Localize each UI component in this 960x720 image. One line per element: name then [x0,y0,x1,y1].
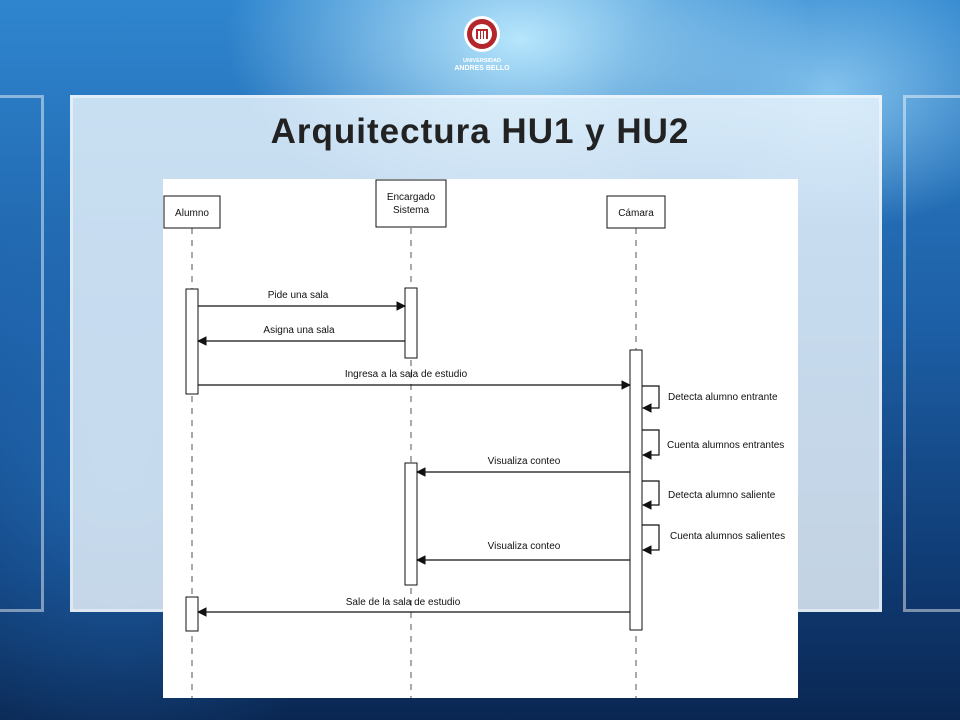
sequence-diagram-svg: Alumno Encargado Sistema Cámara Pide una… [163,179,785,698]
activation-encargado-2 [404,462,418,586]
message-label-6: Visualiza conteo [488,456,561,467]
left-frame [0,95,44,612]
slide-title: Arquitectura HU1 y HU2 [270,112,690,151]
participant-encargado [375,179,447,228]
message-label-8: Cuenta alumnos salientes [670,531,785,542]
message-label-3: Ingresa a la sala de estudio [345,369,468,380]
message-arrow-4 [642,385,660,413]
message-arrow-7 [642,480,660,510]
participant-encargado-label-2: Sistema [393,205,430,216]
message-label-1: Pide una sala [268,290,329,301]
message-label-9: Visualiza conteo [488,541,561,552]
message-label-5: Cuenta alumnos entrantes [667,440,784,451]
participant-alumno-label: Alumno [175,208,209,219]
university-logo: UNIVERSIDAD ANDRES BELLO [454,16,510,72]
right-frame [903,95,960,612]
logo-line1: UNIVERSIDAD [463,58,501,64]
participant-camara-label: Cámara [618,208,654,219]
message-arrow-5 [642,429,660,460]
logo-line2: ANDRES BELLO [454,65,510,72]
activation-alumno-2 [185,596,199,632]
participant-encargado-label-1: Encargado [387,192,436,203]
message-arrow-8 [642,524,660,555]
message-label-10: Sale de la sala de estudio [346,597,461,608]
message-label-4: Detecta alumno entrante [668,392,778,403]
activation-camara [629,349,643,631]
activation-alumno-1 [185,288,199,395]
participant-camara [606,195,666,229]
message-label-7: Detecta alumno saliente [668,490,776,501]
sequence-diagram: Alumno Encargado Sistema Cámara Pide una… [163,179,798,698]
participant-alumno [163,195,221,229]
message-label-2: Asigna una sala [263,325,335,336]
activation-encargado-1 [404,287,418,359]
